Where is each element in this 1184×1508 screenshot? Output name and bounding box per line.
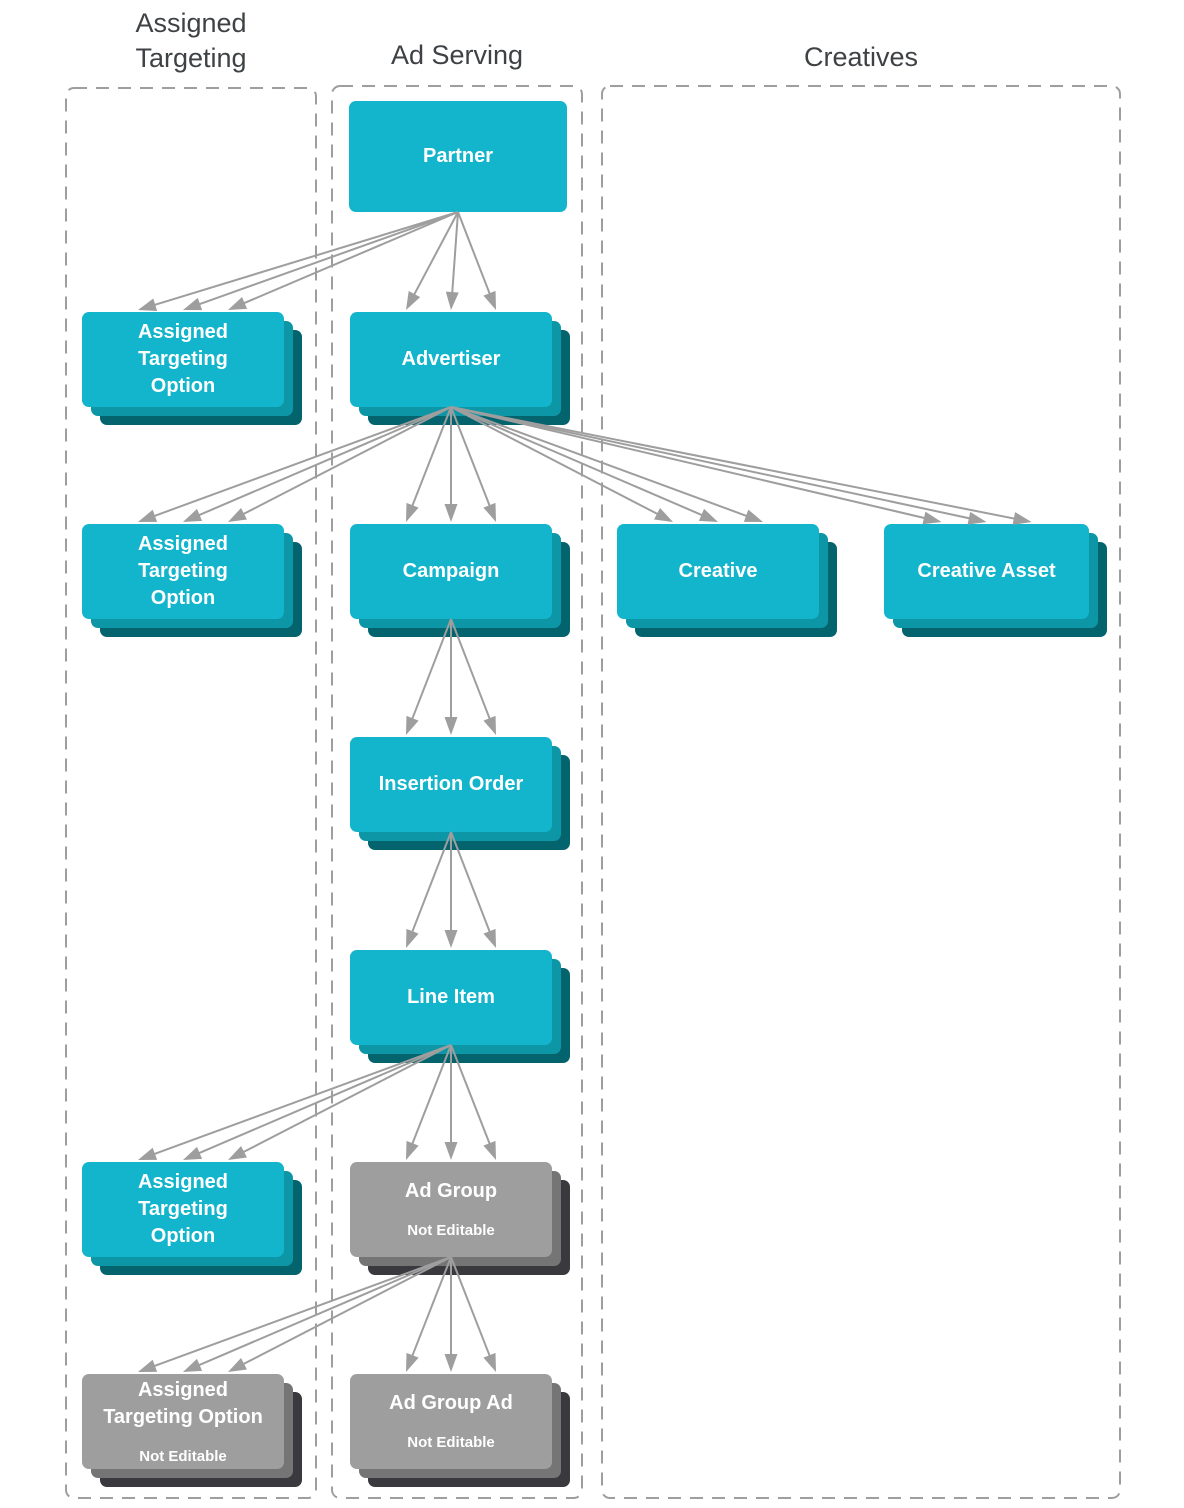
node-label: Option bbox=[150, 587, 216, 609]
node-label: Line Item bbox=[407, 986, 495, 1008]
node-line-item-top-layer: Line Item bbox=[350, 950, 552, 1045]
node-label: Creative Asset bbox=[917, 560, 1056, 582]
node-label: Option bbox=[150, 375, 216, 397]
node-sublabel: Not Editable bbox=[139, 1447, 227, 1465]
node-label: Assigned bbox=[137, 1171, 229, 1193]
node-label: Partner bbox=[422, 145, 494, 167]
node-sublabel: Not Editable bbox=[407, 1434, 495, 1451]
node-partner-top-layer: Partner bbox=[349, 101, 567, 212]
node-label: Targeting Option bbox=[103, 1405, 263, 1428]
node-label: Targeting bbox=[138, 1198, 228, 1220]
node-label: Creative bbox=[678, 560, 758, 582]
column-title-ad-serving: Ad Serving bbox=[390, 40, 524, 70]
node-insertion-order-top-layer: Insertion Order bbox=[350, 737, 552, 832]
node-label: Ad Group Ad bbox=[389, 1392, 513, 1414]
node-label: Assigned bbox=[137, 533, 229, 555]
node-label: Ad Group bbox=[404, 1180, 498, 1202]
node-sublabel: Not Editable bbox=[407, 1222, 495, 1239]
node-creative-asset-top-layer: Creative Asset bbox=[884, 524, 1089, 619]
node-label: Targeting bbox=[138, 348, 228, 370]
node-ad-group-ad-top-layer: Ad Group Ad Not Editable bbox=[350, 1374, 552, 1469]
node-label: Option bbox=[150, 1225, 216, 1247]
node-advertiser-top-layer: Advertiser bbox=[350, 312, 552, 407]
column-title-assigned-targeting: Assigned Targeting bbox=[135, 8, 247, 73]
node-label: Targeting bbox=[138, 560, 228, 582]
node-label: Advertiser bbox=[401, 348, 501, 370]
node-label: Campaign bbox=[402, 560, 500, 582]
node-label: Assigned bbox=[137, 321, 229, 343]
node-label: Insertion Order bbox=[378, 773, 524, 795]
node-label: Assigned bbox=[137, 1378, 229, 1401]
node-creative-top-layer: Creative bbox=[617, 524, 819, 619]
column-title-creatives: Creatives bbox=[803, 42, 919, 72]
node-campaign-top-layer: Campaign bbox=[350, 524, 552, 619]
